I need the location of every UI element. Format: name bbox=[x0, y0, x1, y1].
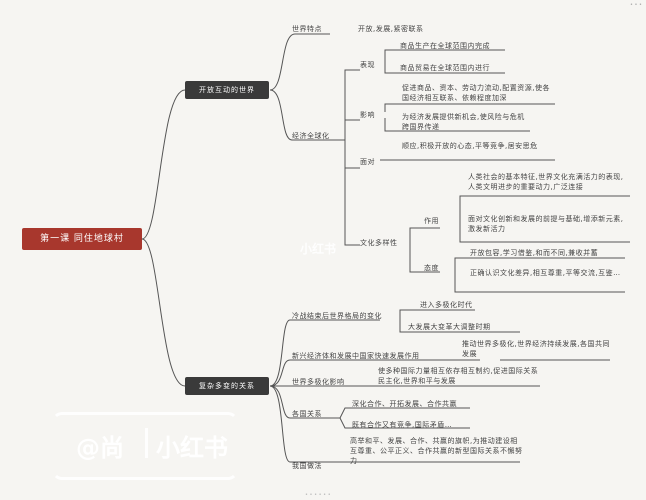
multipolar-item-1: 使多种国际力量相互依存相互制约,促进国际关系民主化,世界和平与发展 bbox=[378, 367, 539, 385]
china-way-label: 我国做法 bbox=[292, 462, 322, 470]
branch-open-world: 开放互动的世界 bbox=[185, 81, 269, 99]
role-label: 作用 bbox=[424, 217, 439, 225]
impact-item-2: 为经济发展提供新机会,使风险与危机跨国界传递 bbox=[402, 113, 525, 131]
new-economies-label: 新兴经济体和发展中国家快速发展作用 bbox=[292, 352, 420, 360]
pattern-item-2: 大发展大变革大调整时期 bbox=[408, 323, 491, 331]
perf-item-2: 商品贸易在全球范围内进行 bbox=[400, 64, 490, 72]
watermark-center-text: 小红书 bbox=[300, 242, 337, 256]
relations-label: 各国关系 bbox=[292, 410, 322, 418]
role-item-2: 面对文化创新和发展的前提与基础,增添新元素,激发新活力 bbox=[468, 215, 624, 233]
world-feature-value: 开放,发展,紧密联系 bbox=[358, 25, 424, 33]
attitude-item-2: 正确认识文化差异,相互尊重,平等交流,互鉴… bbox=[470, 269, 621, 277]
face-item-1: 顺应,积极开放的心态,平等竞争,居安思危 bbox=[402, 142, 538, 150]
perf-item-1: 商品生产在全球范围内完成 bbox=[400, 42, 490, 50]
watermark-separator bbox=[145, 428, 148, 458]
culture-diversity-label: 文化多样性 bbox=[360, 239, 398, 247]
econ-global-label: 经济全球化 bbox=[292, 132, 330, 140]
relations-item-2: 既有合作又有竞争,国际矛盾… bbox=[352, 421, 453, 429]
face-label: 面对 bbox=[360, 158, 375, 166]
branch-complex-relations: 复杂多变的关系 bbox=[185, 377, 269, 395]
footer-dots: • • • • • • bbox=[305, 492, 331, 498]
multipolar-label: 世界多极化影响 bbox=[292, 378, 345, 386]
role-item-1: 人类社会的基本特征,世界文化充满活力的表现,人类文明进步的重要动力,广泛连接 bbox=[468, 173, 624, 191]
corner-text: • • • bbox=[629, 2, 642, 8]
watermark-right-text: 小红书 bbox=[156, 434, 228, 462]
china-way-item-1: 高举和平、发展、合作、共赢的旗帜,为推动建设相互尊重、公平正义、合作共赢的新型国… bbox=[350, 437, 523, 465]
impact-label: 影响 bbox=[360, 111, 375, 119]
watermark-frame bbox=[52, 412, 238, 480]
attitude-item-1: 开放包容,学习借鉴,和而不同,兼收并蓄 bbox=[470, 249, 599, 257]
impact-item-1: 促进商品、资本、劳动力流动,配置资源,使各国经济相互联系、依赖程度加深 bbox=[402, 84, 550, 102]
attitude-label: 态度 bbox=[424, 264, 439, 272]
watermark-left-text: @尚 bbox=[76, 434, 124, 462]
new-economies-item-1: 推动世界多极化,世界经济持续发展,各国共同发展 bbox=[462, 340, 610, 358]
world-feature-label: 世界特点 bbox=[292, 25, 322, 33]
pattern-item-1: 进入多极化时代 bbox=[420, 301, 473, 309]
root-node: 第一课 同住地球村 bbox=[22, 228, 142, 250]
relations-item-1: 深化合作、开拓发展、合作共赢 bbox=[352, 400, 457, 408]
performance-label: 表现 bbox=[360, 61, 375, 69]
pattern-label: 冷战结束后世界格局的变化 bbox=[292, 312, 382, 320]
